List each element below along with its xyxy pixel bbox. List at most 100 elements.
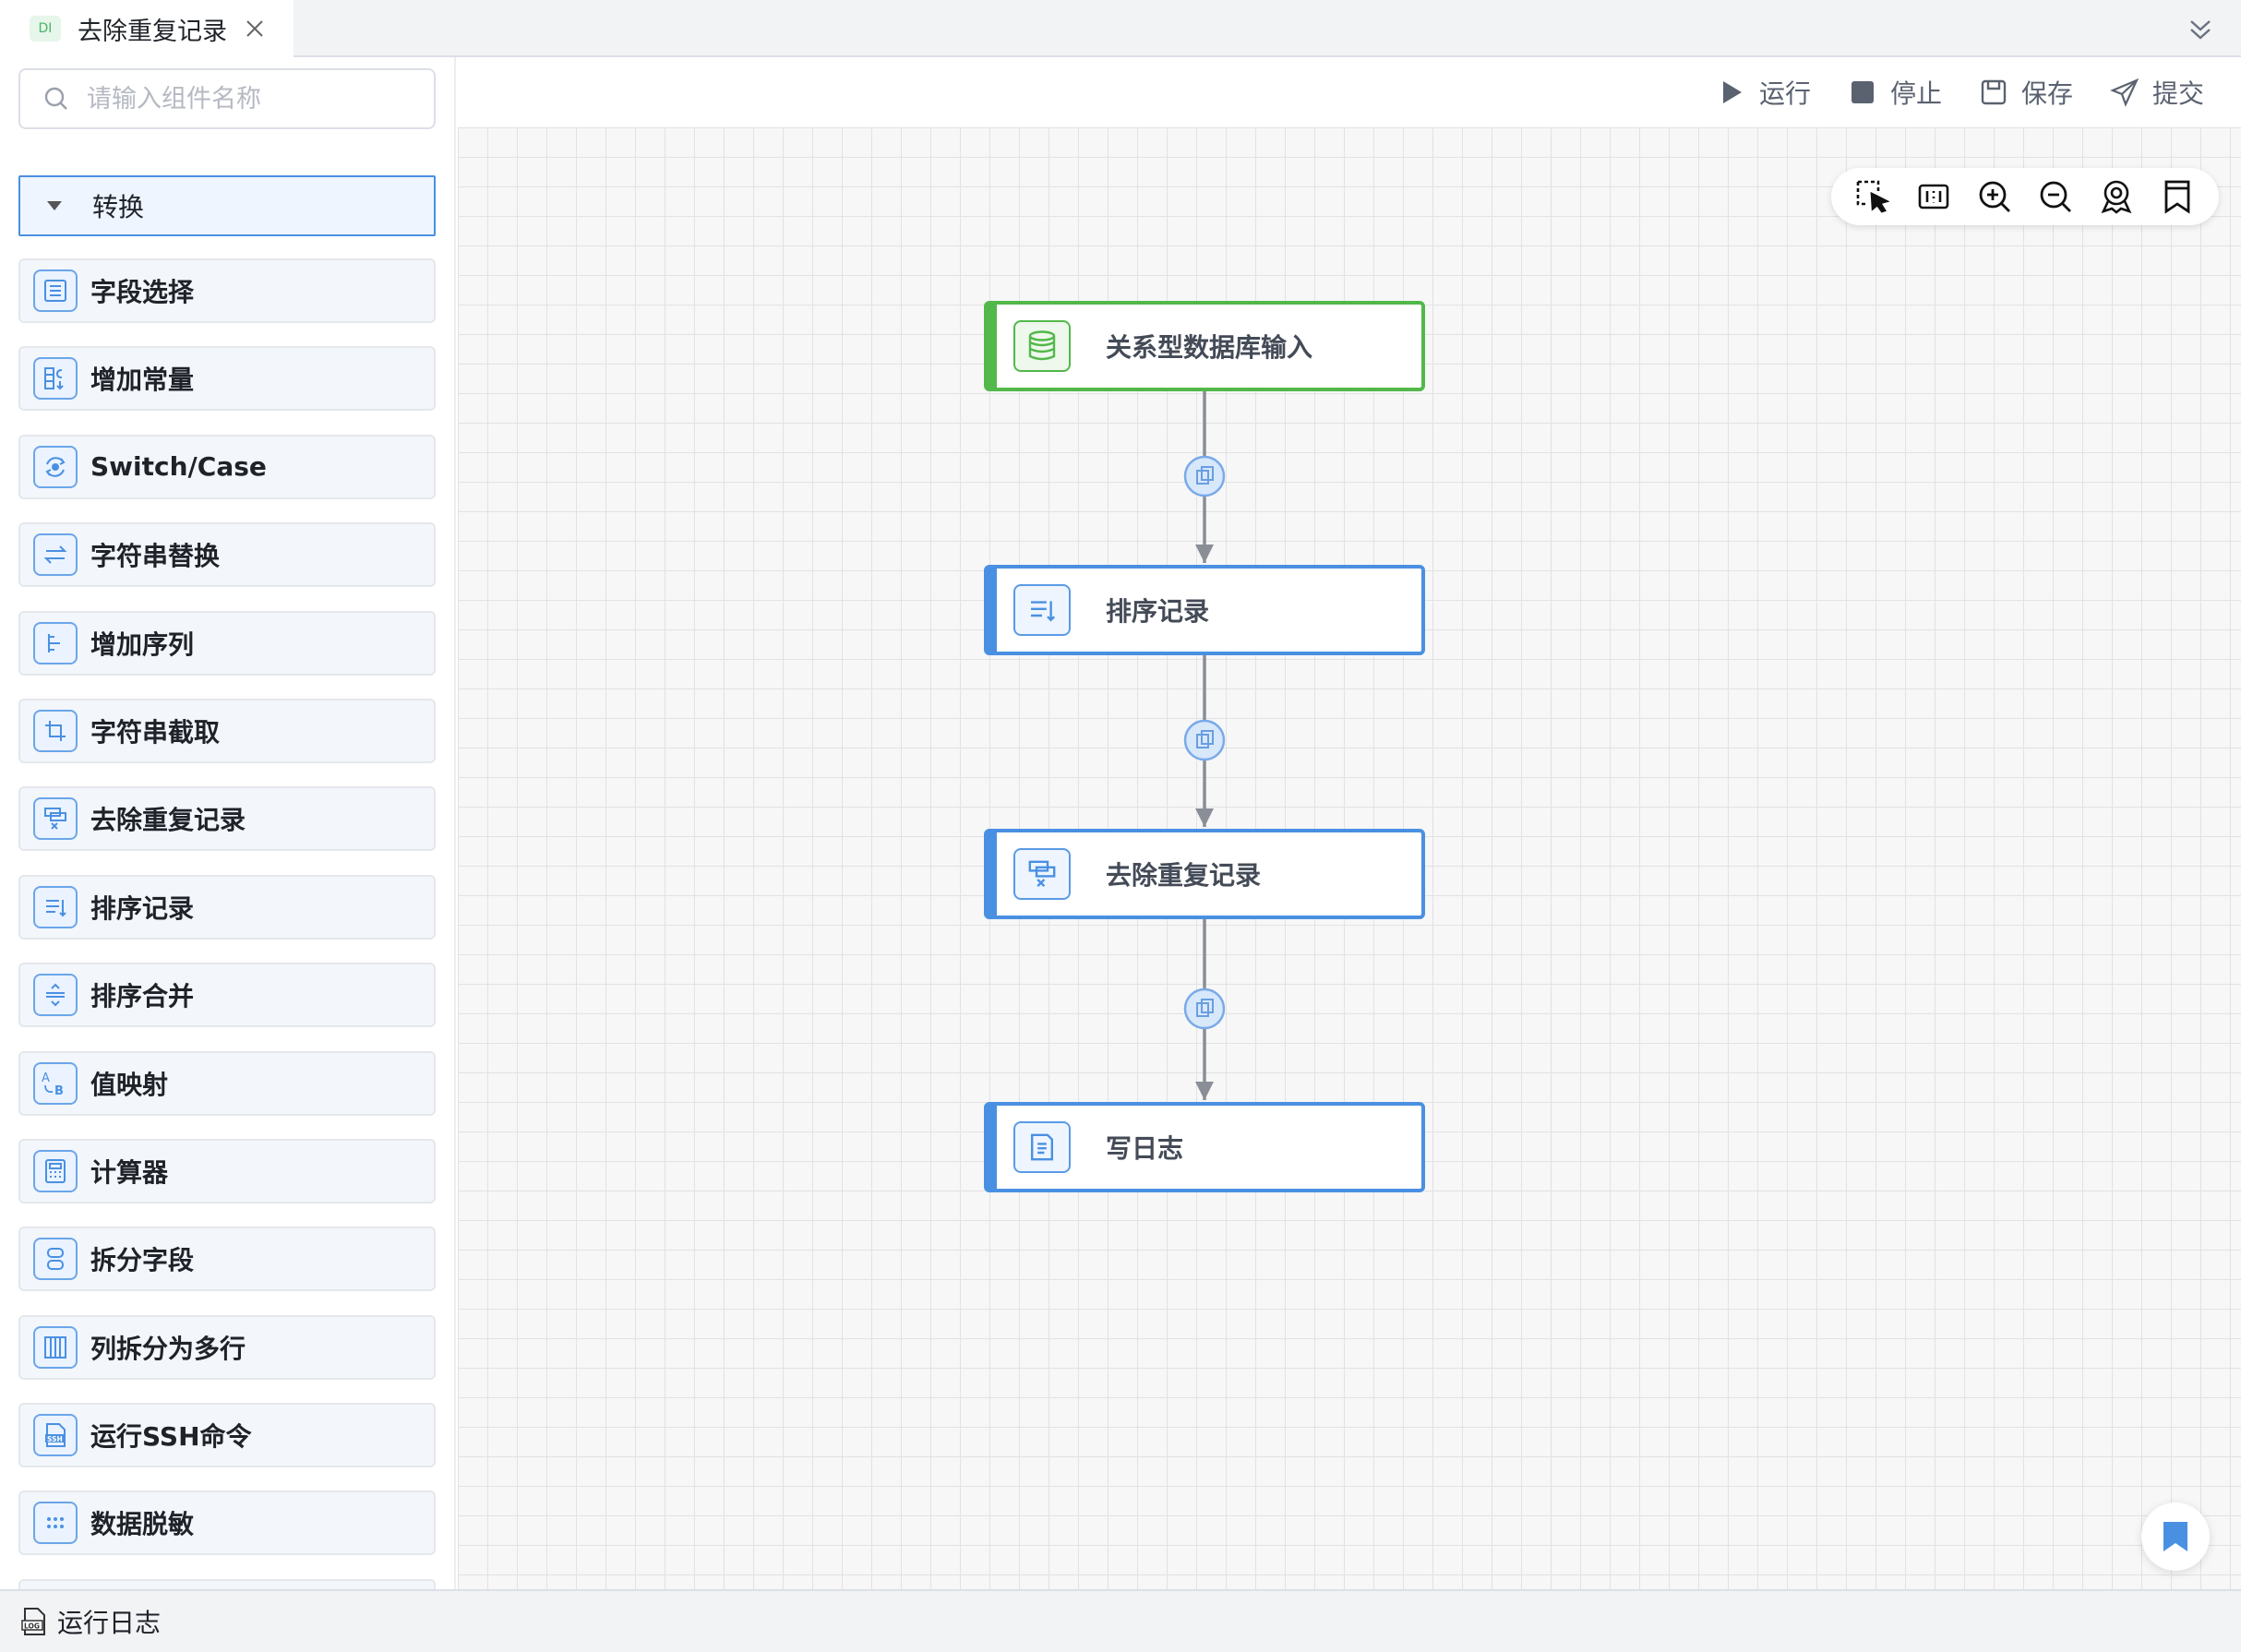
component-label: 字段选择	[90, 277, 195, 307]
component-list: 字段选择 增加常量 Switch/Case 字符串替换 增加序列	[18, 258, 436, 1589]
toolbar: 运行 停止 保存 提交	[458, 57, 2241, 128]
component-label: 计算器	[90, 1156, 169, 1188]
component-add-constant[interactable]: 增加常量	[18, 346, 436, 412]
component-label: 字符串截取	[90, 716, 221, 748]
ssh-icon: SSH	[33, 1414, 78, 1457]
component-split-rows[interactable]: 列拆分为多行	[18, 1314, 436, 1380]
component-string-cut[interactable]: 字符串截取	[18, 698, 436, 763]
component-sort[interactable]: 排序记录	[18, 874, 436, 940]
node-sort[interactable]: 排序记录	[984, 565, 1425, 655]
save-button[interactable]: 保存	[1979, 74, 2073, 111]
split-rows-icon	[33, 1325, 78, 1369]
search-input[interactable]	[85, 83, 421, 114]
field-select-icon	[33, 269, 78, 312]
flow-canvas[interactable]: 关系型数据库输入 排序记录 去除重复记录 写日志	[458, 127, 2241, 1589]
add-sequence-icon	[33, 621, 78, 664]
log-bar[interactable]: LOG 运行日志	[0, 1589, 2241, 1652]
component-label: 增加序列	[90, 628, 195, 660]
box-select-icon[interactable]	[1853, 177, 1892, 216]
search-box[interactable]	[18, 68, 436, 129]
component-string-replace[interactable]: 字符串替换	[18, 522, 436, 588]
component-ssh[interactable]: SSH 运行SSH命令	[18, 1403, 436, 1468]
component-switch-case[interactable]: Switch/Case	[18, 434, 436, 499]
component-label: 数据脱敏	[90, 1509, 195, 1540]
flow-connectors	[1183, 391, 1226, 1100]
caret-down-icon	[44, 196, 65, 216]
node-write-log[interactable]: 写日志	[984, 1102, 1425, 1192]
component-label: Switch/Case	[90, 451, 267, 483]
component-label: 字符串替换	[90, 541, 221, 572]
component-sort-merge[interactable]: 排序合并	[18, 963, 436, 1028]
node-label: 去除重复记录	[1106, 860, 1262, 891]
masking-icon	[33, 1502, 78, 1545]
tab-bar: DI 去除重复记录	[0, 0, 2241, 57]
stop-button[interactable]: 停止	[1848, 74, 1942, 111]
component-panel: 转换 字段选择 增加常量 Switch/Case 字符串替换	[0, 57, 456, 1589]
fit-view-icon[interactable]	[1914, 177, 1953, 216]
log-file-icon: LOG	[20, 1607, 48, 1636]
dedupe-icon	[1013, 848, 1071, 900]
play-icon	[1717, 78, 1746, 107]
switch-case-icon	[33, 445, 78, 488]
node-label: 写日志	[1106, 1133, 1184, 1164]
bookmark-button[interactable]	[2141, 1502, 2210, 1571]
submit-button[interactable]: 提交	[2110, 74, 2204, 111]
node-db-input[interactable]: 关系型数据库输入	[984, 301, 1425, 391]
connector-3[interactable]	[1183, 919, 1226, 1100]
save-label: 保存	[2020, 78, 2073, 109]
component-dedupe[interactable]: 去除重复记录	[18, 786, 436, 852]
component-masking[interactable]: 数据脱敏	[18, 1490, 436, 1556]
dedupe-icon	[33, 797, 78, 841]
node-label: 排序记录	[1106, 596, 1210, 627]
tab-dedupe[interactable]: DI 去除重复记录	[0, 0, 294, 57]
search-icon	[42, 85, 70, 113]
connector-2[interactable]	[1183, 655, 1226, 827]
add-constant-icon	[33, 357, 78, 401]
database-icon	[1013, 320, 1071, 372]
component-label: 排序记录	[90, 892, 195, 924]
group-transform[interactable]: 转换	[18, 175, 436, 236]
write-log-icon	[1013, 1121, 1071, 1173]
run-log-label: 运行日志	[57, 1608, 162, 1638]
canvas-toolbar	[1831, 168, 2219, 225]
zoom-out-icon[interactable]	[2036, 177, 2075, 216]
component-label: 值映射	[90, 1069, 169, 1100]
component-field-select[interactable]: 字段选择	[18, 258, 436, 323]
string-cut-icon	[33, 709, 78, 752]
svg-text:LOG: LOG	[24, 1622, 40, 1631]
sort-icon	[1013, 584, 1071, 636]
sort-merge-icon	[33, 974, 78, 1017]
stop-label: 停止	[1889, 78, 1942, 109]
zoom-in-icon[interactable]	[1975, 177, 2014, 216]
component-add-sequence[interactable]: 增加序列	[18, 610, 436, 676]
locate-icon[interactable]	[2097, 177, 2136, 216]
component-split-field[interactable]: 拆分字段	[18, 1227, 436, 1292]
node-dedupe[interactable]: 去除重复记录	[984, 829, 1425, 919]
bookmark-filled-icon	[2163, 1522, 2187, 1551]
double-chevron-down-icon[interactable]	[2184, 13, 2217, 46]
di-badge-icon: DI	[30, 16, 61, 42]
group-label: 转换	[92, 192, 145, 222]
connector-1[interactable]	[1183, 391, 1226, 563]
node-label: 关系型数据库输入	[1106, 332, 1313, 363]
close-icon[interactable]	[242, 16, 268, 42]
component-next-partial[interactable]	[18, 1578, 436, 1589]
sort-icon	[33, 885, 78, 928]
component-label: 运行SSH命令	[90, 1421, 252, 1453]
svg-text:SSH: SSH	[47, 1435, 63, 1443]
tab-title: 去除重复记录	[78, 17, 227, 46]
string-replace-icon	[33, 533, 78, 577]
run-button[interactable]: 运行	[1717, 74, 1811, 111]
component-calculator[interactable]: 计算器	[18, 1138, 436, 1203]
submit-label: 提交	[2151, 78, 2204, 109]
run-label: 运行	[1758, 78, 1811, 109]
component-label: 列拆分为多行	[90, 1333, 246, 1364]
split-field-icon	[33, 1238, 78, 1281]
component-label: 排序合并	[90, 981, 195, 1012]
bookmark-icon[interactable]	[2158, 177, 2197, 216]
stop-icon	[1848, 78, 1877, 107]
component-label: 增加常量	[90, 365, 195, 396]
component-label: 去除重复记录	[90, 805, 246, 836]
